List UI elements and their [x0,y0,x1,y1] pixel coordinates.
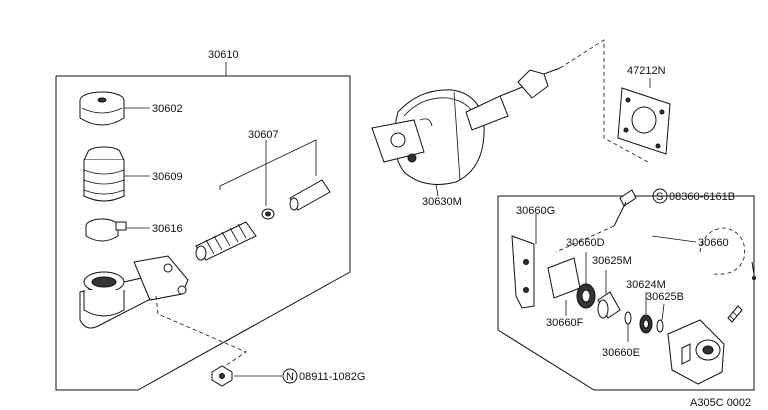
nut-part[interactable] [211,365,233,387]
part-label-30607: 30607 [248,129,279,141]
part-label-30660E: 30660E [602,347,640,359]
hose-clamp-part[interactable] [85,218,127,242]
piston-assembly-part[interactable] [195,221,257,261]
hose-part[interactable] [699,227,756,280]
operating-cylinder-body-part[interactable] [667,319,725,385]
part-label-30602: 30602 [152,103,183,115]
piston-cup-part[interactable] [639,314,653,334]
push-rod-part[interactable] [289,179,331,211]
reservoir-part[interactable] [83,146,125,202]
piston-seal-part[interactable] [261,208,275,220]
part-label-30660F: 30660F [546,317,584,329]
operating-cylinder-panel [497,195,755,391]
bolt-part-number: 08360-6161B [669,191,735,203]
part-label-30660: 30660 [698,237,729,249]
nut-part-number: 08911-1082G [299,371,365,383]
part-label-30624M: 30624M [626,279,666,291]
assembly-number-label: 30610 [208,49,239,61]
cylinder-seal-part[interactable] [656,319,664,333]
master-cylinder-panel: 30610 30602 30609 30616 [55,49,351,391]
part-label-30660D: 30660D [566,237,605,249]
master-cylinder-body-part[interactable] [79,255,189,329]
reservoir-cap-part[interactable] [79,91,125,126]
part-label-47212N: 47212N [627,65,666,77]
svg-text:N: N [286,371,294,383]
part-label-30660G: 30660G [516,205,555,217]
part-label-30625B: 30625B [646,291,684,303]
nut-part-callout: N 08911-1082G [282,368,365,384]
svg-text:S: S [656,191,663,203]
part-label-30609: 30609 [152,171,183,183]
brake-booster-part[interactable] [371,67,561,185]
part-label-30625M: 30625M [592,255,632,267]
bracket-part[interactable] [511,235,535,309]
bleeder-screw-part[interactable] [727,305,743,323]
diagram-code: A305C 0002 [690,397,751,409]
bolt-part[interactable] [613,189,637,227]
dust-boot-part[interactable] [576,283,596,309]
part-label-30616: 30616 [152,223,183,235]
gasket-part[interactable] [617,87,671,155]
part-label-30630M: 30630M [422,196,462,208]
bolt-part-callout: S 08360-6161B [652,188,735,204]
snap-ring-part[interactable] [624,311,632,325]
cylinder-plate-part[interactable] [547,257,581,299]
operating-piston-part[interactable] [597,291,621,319]
